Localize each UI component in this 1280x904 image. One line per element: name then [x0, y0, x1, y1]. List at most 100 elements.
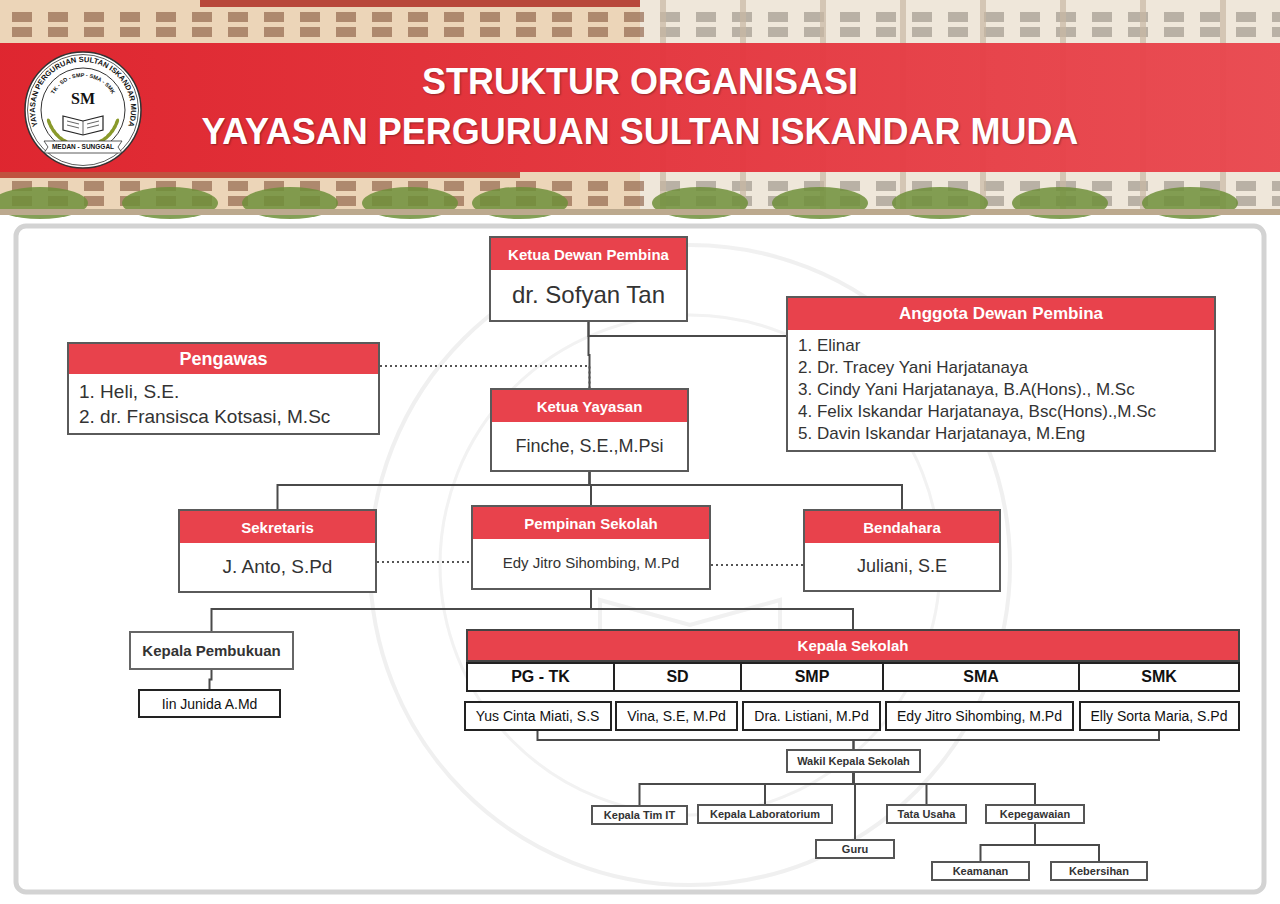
window [588, 181, 608, 191]
role-box: Ketua YayasanFinche, S.E.,M.Psi [490, 388, 689, 472]
window [300, 12, 320, 22]
window [84, 181, 104, 191]
window [1236, 27, 1256, 37]
org-connector [1035, 824, 1099, 861]
window [12, 27, 32, 37]
org-connector [711, 564, 803, 566]
box-body: J. Anto, S.Pd [180, 543, 375, 591]
body-line: 3. Cindy Yani Harjatanaya, B.A(Hons)., M… [798, 379, 1204, 401]
level-cell: SMP [740, 662, 884, 692]
body-text: 2. dr. Fransisca Kotsasi, M.Sc [79, 404, 330, 429]
box-text: Kepala Tim IT [604, 809, 675, 821]
box-text: Iin Junida A.Md [162, 696, 258, 712]
level-cell: SD [613, 662, 742, 692]
ground [0, 209, 1280, 215]
window [1200, 12, 1220, 22]
window [48, 12, 68, 22]
window [984, 27, 1004, 37]
window [444, 27, 464, 37]
box-text: Elly Sorta Maria, S.Pd [1091, 708, 1228, 724]
logo-ring-text: YAYASAN PERGURUAN SULTAN ISKANDAR MUDA [28, 55, 138, 129]
window [156, 27, 176, 37]
window [336, 196, 356, 206]
window [1020, 12, 1040, 22]
window [768, 12, 788, 22]
role-box: Pempinan SekolahEdy Jitro Sihombing, M.P… [471, 505, 711, 590]
title-spacer [160, 57, 380, 107]
window [1272, 27, 1280, 37]
window [588, 27, 608, 37]
roof [200, 0, 640, 7]
org-connector [981, 824, 1036, 861]
window [984, 12, 1004, 22]
role-box: Ketua Dewan Pembinadr. Sofyan Tan [489, 236, 688, 322]
box-text: Yus Cinta Miati, S.S [476, 708, 600, 724]
box-text: SMA [963, 668, 999, 686]
logo-ring [28, 55, 139, 166]
window [156, 12, 176, 22]
staff-box: Kepala Laboratorium [697, 804, 833, 824]
window [840, 27, 860, 37]
window [336, 181, 356, 191]
org-connector [589, 322, 787, 336]
logo-ribbon [44, 141, 122, 153]
body-line: Juliani, S.E [813, 555, 991, 578]
header-text: Anggota Dewan Pembina [899, 304, 1103, 324]
panel-frame [16, 226, 1264, 892]
org-connector [640, 773, 854, 805]
logo-ribbon-text: MEDAN - SUNGGAL [44, 141, 122, 153]
box-text: Edy Jitro Sihombing, M.Pd [897, 708, 1062, 724]
staff-box: Kepala Tim IT [591, 805, 688, 825]
logo-ring [41, 68, 125, 152]
org-connector [854, 731, 1160, 749]
window [300, 27, 320, 37]
body-text: Edy Jitro Sihombing, M.Pd [503, 554, 680, 573]
window [696, 12, 716, 22]
window [264, 27, 284, 37]
box-body: Finche, S.E.,M.Psi [492, 422, 687, 470]
body-text: J. Anto, S.Pd [223, 555, 333, 579]
window [912, 27, 932, 37]
body-text: Finche, S.E.,M.Psi [515, 435, 663, 458]
box-text: Kepala Laboratorium [710, 808, 820, 820]
window [768, 27, 788, 37]
person-box: Yus Cinta Miati, S.S [464, 701, 612, 731]
person-box: Vina, S.E, M.Pd [615, 701, 738, 731]
window [624, 27, 644, 37]
box-text: Guru [842, 843, 868, 855]
principal-table: PG - TK SD SMP SMA SMK Kepala Sekolah [466, 629, 1240, 692]
window [336, 12, 356, 22]
window [228, 27, 248, 37]
body-text: 3. Cindy Yani Harjatanaya, B.A(Hons)., M… [798, 379, 1135, 401]
header-text: Pempinan Sekolah [524, 515, 657, 532]
window [1272, 196, 1280, 206]
org-connector [854, 773, 927, 804]
level-cell: SMK [1078, 662, 1240, 692]
header-text: Kepala Sekolah [798, 637, 909, 654]
box-text: SMP [795, 668, 830, 686]
window [876, 12, 896, 22]
org-connector [590, 472, 903, 509]
staff-box: Keamanan [931, 861, 1030, 881]
window [1272, 181, 1280, 191]
logo-disc [25, 52, 141, 168]
box-text: PG - TK [511, 668, 570, 686]
member-list-box: Anggota Dewan Pembina1. Elinar2. Dr. Tra… [786, 296, 1216, 452]
book-lines [67, 121, 99, 135]
box-text: Vina, S.E, M.Pd [627, 708, 726, 724]
window [444, 12, 464, 22]
header-bar: Pempinan Sekolah [473, 507, 709, 539]
box-body: dr. Sofyan Tan [491, 270, 686, 320]
body-text: 1. Elinar [798, 335, 860, 357]
window [120, 12, 140, 22]
org-connector [212, 590, 592, 631]
body-text: dr. Sofyan Tan [512, 280, 665, 310]
page-title: STRUKTUR ORGANISASI YAYASAN PERGURUAN SU… [202, 61, 1079, 152]
supervisor-box: Pengawas1. Heli, S.E.2. dr. Fransisca Ko… [67, 342, 380, 435]
roof [0, 172, 520, 178]
body-text: 1. Heli, S.E. [79, 379, 179, 404]
box-text: SMK [1141, 668, 1177, 686]
logo-book [63, 116, 103, 135]
header-bar: Anggota Dewan Pembina [788, 298, 1214, 330]
window [1092, 12, 1112, 22]
